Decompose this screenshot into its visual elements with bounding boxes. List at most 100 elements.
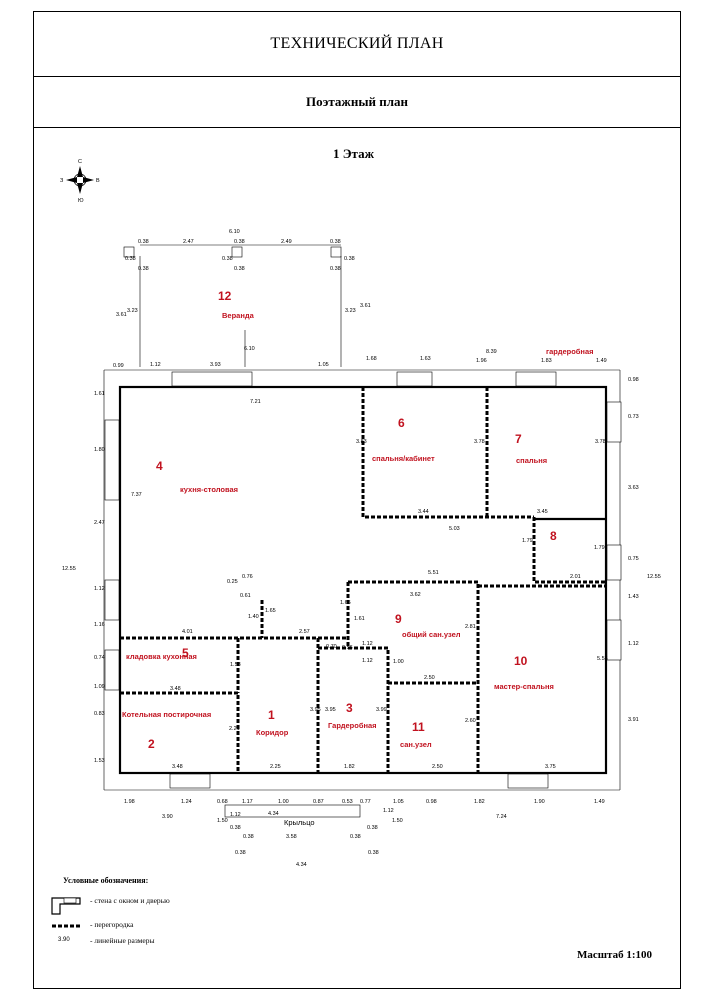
dimension-label: 1.96: [476, 358, 487, 364]
dimension-label: 3.48: [172, 764, 183, 770]
dimension-label: 5.03: [449, 526, 460, 532]
dimension-label: 1.98: [124, 799, 135, 805]
scale-label: Масштаб 1:100: [577, 949, 653, 961]
dimension-label: 3.91: [628, 717, 639, 723]
dimension-label: 2.21: [229, 726, 240, 732]
dimension-label: 2.81: [465, 624, 476, 630]
legend-item-wall: - стена с окном и дверью: [90, 896, 170, 905]
dimension-label: 5.51: [428, 570, 439, 576]
compass-north: С: [78, 159, 82, 165]
dimension-label: 3.23: [345, 308, 356, 314]
dimension-label: 1.61: [354, 616, 365, 622]
dimension-label: 0.25: [227, 579, 238, 585]
dimension-label: 6.10: [229, 229, 240, 235]
dimension-label: 4.34: [296, 862, 307, 868]
room-10-number: 10: [514, 654, 528, 668]
dimension-label: 1.12: [628, 641, 639, 647]
dimension-label: 1.12: [362, 658, 373, 664]
dimension-label: 3.95: [310, 707, 321, 713]
dimension-label: 0.61: [240, 593, 251, 599]
dimension-label: 1.12: [230, 812, 241, 818]
dimension-label: 1.83: [541, 358, 552, 364]
dimension-label: 0.98: [426, 799, 437, 805]
room-5-number: 5: [182, 646, 189, 660]
dimension-label: 0.38: [125, 256, 136, 262]
dimension-label: 2.50: [432, 764, 443, 770]
dimension-label: 0.38: [235, 850, 246, 856]
legend-item-dimension: - линейные размеры: [90, 936, 155, 945]
dimension-label: 3.44: [418, 509, 429, 515]
legend-title: Условные обозначения:: [63, 876, 149, 885]
room-1-name: Коридор: [256, 728, 289, 737]
dimension-label: 1.90: [534, 799, 545, 805]
dimension-label: 1.50: [392, 818, 403, 824]
dimension-label: 0.38: [138, 266, 149, 272]
dimension-label: 1.12: [383, 808, 394, 814]
dimension-label: 1.68: [366, 356, 377, 362]
sheet-frame: [33, 11, 681, 989]
dimension-label: 1.82: [344, 764, 355, 770]
dimension-label: 3.83: [356, 439, 367, 445]
dimension-label: 1.05: [393, 799, 404, 805]
dimension-label: 4.01: [182, 629, 193, 635]
dimension-label: 3.62: [410, 592, 421, 598]
porch-label: Крыльцо: [284, 818, 315, 827]
dimension-label: 0.38: [368, 850, 379, 856]
dimension-label: 0.75: [628, 556, 639, 562]
dimension-label: 3.58: [286, 834, 297, 840]
dimension-label: 3.78: [595, 439, 606, 445]
room-4-number: 4: [156, 459, 163, 473]
room-4-name: кухня-столовая: [180, 485, 238, 494]
dimension-label: 1.79: [522, 538, 533, 544]
dimension-label: 0.38: [330, 266, 341, 272]
dimension-label: 12.55: [62, 566, 76, 572]
room-2-name: Котельная постирочная: [122, 710, 211, 719]
legend-item-partition: - перегородка: [90, 920, 134, 929]
floor-title: 1 Этаж: [332, 146, 375, 161]
dimension-label: 3.78: [474, 439, 485, 445]
wardrobe-top-label: гардеробная: [546, 347, 594, 356]
dimension-label: 0.38: [350, 834, 361, 840]
dimension-label: 3.90: [162, 814, 173, 820]
dimension-label: 0.38: [234, 266, 245, 272]
room-8-number: 8: [550, 529, 557, 543]
dimension-label: 0.77: [360, 799, 371, 805]
room-10-name: мастер-спальня: [494, 682, 554, 691]
dimension-label: 1.17: [242, 799, 253, 805]
dimension-label: 2.60: [465, 718, 476, 724]
dimension-label: 1.82: [474, 799, 485, 805]
dimension-label: 1.09: [94, 684, 105, 690]
dimension-label: 0.68: [217, 799, 228, 805]
dimension-label: 3.99: [376, 707, 387, 713]
room-12-name: Веранда: [222, 311, 255, 320]
legend-symbols: [51, 897, 82, 928]
dimension-label: 1.12: [150, 362, 161, 368]
dimension-label: 0.83: [94, 711, 105, 717]
dimension-label: 0.76: [242, 574, 253, 580]
legend-dimension-sample: 3.90: [58, 937, 70, 943]
dimension-label: 0.53: [342, 799, 353, 805]
dimension-label: 1.49: [594, 799, 605, 805]
room-3-name: Гардеробная: [328, 721, 377, 730]
room-6-number: 6: [398, 416, 405, 430]
dimension-label: 0.70: [326, 644, 337, 650]
dimension-label: 1.65: [340, 600, 351, 606]
room-9-number: 9: [395, 612, 402, 626]
dimension-label: 1.16: [94, 622, 105, 628]
dimension-label: 0.38: [243, 834, 254, 840]
dimension-label: 1.50: [217, 818, 228, 824]
plan-subtitle: Поэтажный план: [33, 77, 681, 128]
room-7-number: 7: [515, 432, 522, 446]
room-12-number: 12: [218, 289, 232, 303]
dimension-label: 1.05: [318, 362, 329, 368]
dimension-label: 0.38: [138, 239, 149, 245]
room-1-number: 1: [268, 708, 275, 722]
dimension-label: 1.65: [265, 608, 276, 614]
room-6-name: спальня/кабинет: [372, 454, 435, 463]
dimension-label: 0.74: [94, 655, 105, 661]
dimension-label: 2.01: [570, 574, 581, 580]
dimension-label: 1.40: [248, 614, 259, 620]
dimension-label: 0.73: [628, 414, 639, 420]
dimension-label: 7.37: [131, 492, 142, 498]
